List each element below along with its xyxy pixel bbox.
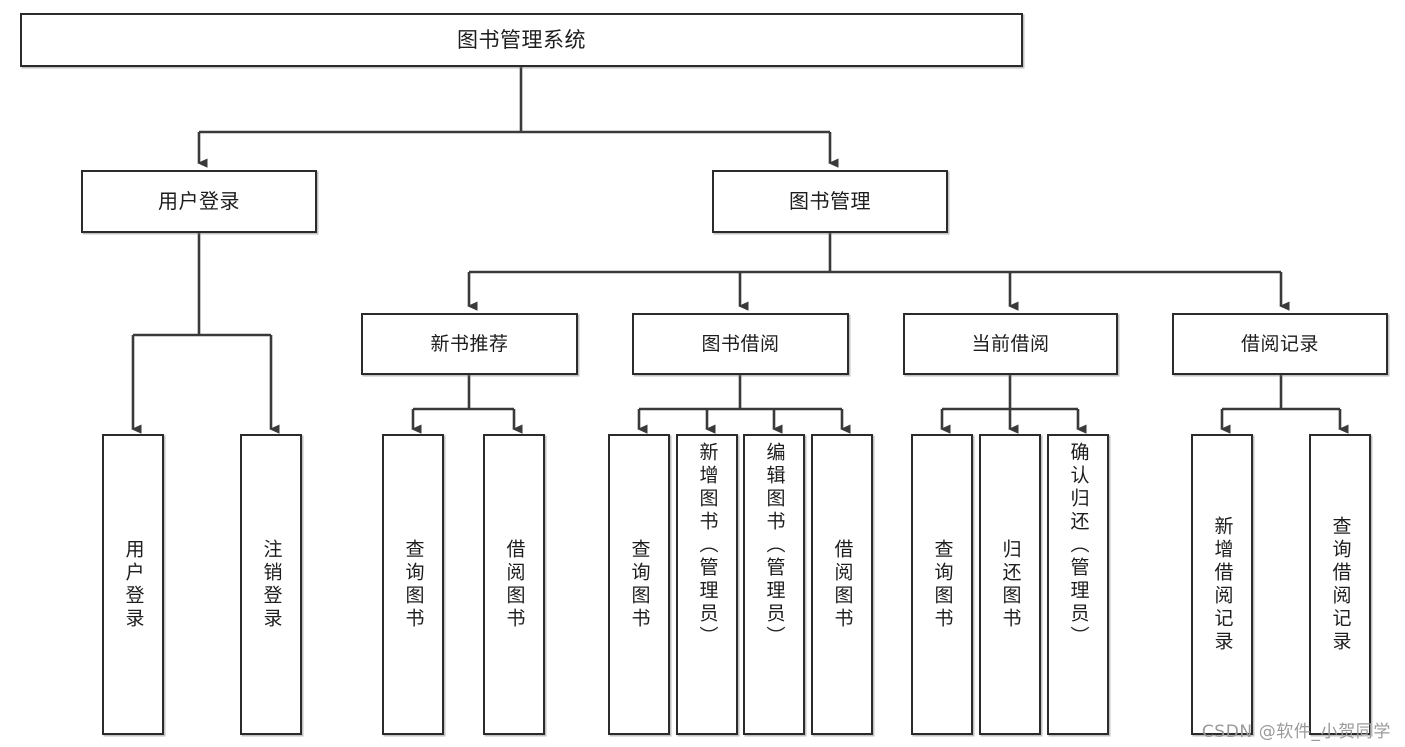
node-label: 图书管理 (789, 188, 871, 213)
node-label: 查询图书 (931, 538, 954, 631)
node-user-login[interactable]: 用户登录 (81, 170, 317, 233)
leaf-book-borrow-borrow-book[interactable]: 借阅图书 (811, 434, 873, 735)
leaf-current-borrow-query-book[interactable]: 查询图书 (911, 434, 973, 735)
leaf-new-book-query-book[interactable]: 查询图书 (382, 434, 444, 735)
node-label: 查询图书 (402, 538, 425, 631)
node-label: 查询借阅记录 (1329, 515, 1352, 654)
node-label: 图书借阅 (701, 332, 780, 355)
node-label: 当前借阅 (971, 332, 1050, 355)
node-label: 注销登录 (260, 538, 283, 631)
leaf-book-borrow-query-book[interactable]: 查询图书 (608, 434, 670, 735)
node-label: 借阅图书 (831, 538, 854, 631)
leaf-new-book-borrow-book[interactable]: 借阅图书 (483, 434, 545, 735)
watermark-text: CSDN @软件_小贺同学 (1201, 722, 1391, 742)
node-label: 借阅记录 (1240, 332, 1319, 355)
node-book-borrow[interactable]: 图书借阅 (632, 313, 849, 375)
leaf-user-login-login[interactable]: 用户登录 (102, 434, 164, 735)
node-root-book-management-system[interactable]: 图书管理系统 (20, 13, 1023, 67)
leaf-borrow-record-add-record[interactable]: 新增借阅记录 (1191, 434, 1253, 735)
node-label: 编辑图书（管理员） (763, 442, 786, 649)
leaf-current-borrow-confirm-return-admin[interactable]: 确认归还（管理员） (1047, 434, 1109, 735)
node-label: 确认归还（管理员） (1067, 442, 1090, 649)
leaf-user-login-logout[interactable]: 注销登录 (240, 434, 302, 735)
node-label: 用户登录 (122, 538, 145, 631)
leaf-borrow-record-query-record[interactable]: 查询借阅记录 (1309, 434, 1371, 735)
leaf-book-borrow-add-book-admin[interactable]: 新增图书（管理员） (676, 434, 738, 735)
node-label: 归还图书 (999, 538, 1022, 631)
node-borrow-record[interactable]: 借阅记录 (1172, 313, 1388, 375)
node-label: 新增图书（管理员） (696, 442, 719, 649)
node-label: 用户登录 (158, 188, 240, 213)
node-label: 图书管理系统 (457, 27, 586, 52)
node-book-management[interactable]: 图书管理 (712, 170, 948, 233)
leaf-current-borrow-return-book[interactable]: 归还图书 (979, 434, 1041, 735)
node-label: 新增借阅记录 (1211, 515, 1234, 654)
leaf-book-borrow-edit-book-admin[interactable]: 编辑图书（管理员） (743, 434, 805, 735)
node-label: 新书推荐 (430, 332, 509, 355)
node-label: 查询图书 (628, 538, 651, 631)
node-current-borrow[interactable]: 当前借阅 (903, 313, 1118, 375)
node-new-book-recommend[interactable]: 新书推荐 (361, 313, 578, 375)
node-label: 借阅图书 (503, 538, 526, 631)
